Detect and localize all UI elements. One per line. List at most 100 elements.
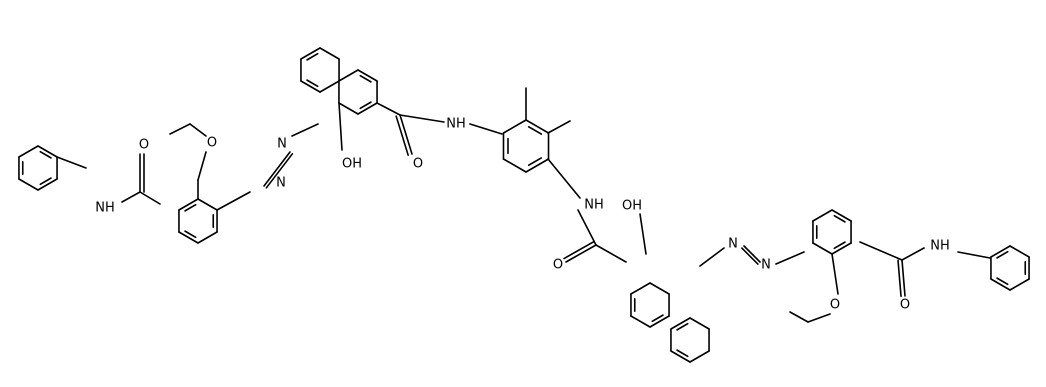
bond	[649, 315, 670, 328]
bond	[399, 114, 445, 123]
bond	[630, 315, 651, 328]
bond	[265, 153, 294, 189]
bond	[547, 120, 571, 134]
bond	[833, 241, 846, 250]
bond	[189, 123, 207, 137]
atom-o-right-amide: O	[900, 298, 910, 313]
bond	[18, 145, 39, 158]
bond	[901, 259, 906, 297]
bond	[306, 52, 319, 61]
bond	[502, 158, 527, 173]
bond	[469, 123, 503, 135]
atom-o-right-naph-amide: O	[553, 258, 563, 273]
bond	[338, 69, 359, 82]
bond	[359, 101, 372, 110]
atom-n-left-azo-1: N	[276, 176, 286, 191]
bond	[996, 250, 1009, 259]
bond	[651, 314, 664, 323]
bond	[1009, 245, 1030, 258]
bond	[897, 259, 902, 298]
bond	[743, 245, 761, 263]
bond	[859, 241, 903, 261]
bond	[699, 247, 725, 267]
bond	[359, 74, 372, 83]
atom-nh-right-amide: NH	[930, 239, 950, 254]
bond	[357, 69, 378, 82]
bond	[565, 244, 597, 263]
bond	[376, 102, 401, 116]
atom-o-right-ether: O	[830, 298, 840, 313]
bond	[357, 102, 378, 115]
bond	[689, 350, 710, 363]
bond	[197, 198, 218, 211]
bond	[831, 209, 852, 222]
bond	[789, 311, 809, 323]
bond	[37, 145, 58, 158]
bond	[300, 80, 321, 93]
bond	[990, 278, 1011, 291]
bond	[399, 114, 413, 155]
bond	[996, 277, 1009, 286]
bond	[319, 47, 340, 60]
atom-o-left-amide: O	[139, 138, 149, 153]
bond	[812, 209, 833, 222]
bond	[527, 157, 543, 167]
bond-lines	[18, 47, 1030, 363]
bond	[563, 240, 595, 260]
bond	[901, 247, 925, 261]
bond	[1009, 278, 1030, 291]
bond	[527, 125, 543, 135]
bond	[990, 245, 1011, 258]
bond	[812, 242, 833, 255]
bond	[184, 230, 197, 239]
bond	[807, 313, 831, 323]
bond	[395, 115, 409, 156]
bond	[121, 191, 141, 203]
atom-n-right-azo-1: N	[728, 237, 738, 252]
bond	[263, 151, 291, 187]
bond	[37, 178, 58, 191]
atom-oh-right: OH	[622, 199, 642, 214]
bond	[676, 349, 689, 358]
atom-n-left-azo-2: N	[277, 137, 287, 152]
bond	[139, 191, 161, 205]
bond	[300, 47, 321, 60]
bond	[525, 158, 550, 173]
bond	[670, 317, 691, 330]
bond	[577, 209, 597, 246]
bond	[547, 158, 581, 199]
bond	[741, 247, 759, 265]
bond	[56, 156, 87, 169]
bond	[833, 214, 846, 223]
bond	[197, 151, 207, 181]
bond	[291, 123, 319, 137]
bond	[39, 177, 52, 186]
bond	[39, 150, 52, 159]
bond	[197, 231, 218, 244]
atom-o-left-ether: O	[207, 136, 217, 151]
bond	[216, 191, 251, 211]
bond	[649, 282, 670, 295]
bond	[595, 244, 627, 263]
atom-labels: NH O O N N OH O NH NH OH O N N NH O O	[95, 117, 950, 313]
bond	[670, 350, 691, 363]
bond	[831, 253, 839, 295]
bond	[319, 80, 340, 93]
bond	[676, 322, 689, 331]
bond	[338, 102, 359, 115]
bond	[775, 251, 805, 265]
bond	[18, 178, 39, 191]
atom-nh-left-amide: NH	[95, 201, 115, 216]
atom-o-left-naph-amide: O	[413, 157, 423, 172]
bond	[957, 251, 991, 259]
bond	[630, 282, 651, 295]
bond	[178, 198, 199, 211]
bond	[831, 242, 852, 255]
atom-nh-center-bottom: NH	[584, 198, 604, 213]
bond	[502, 119, 527, 134]
bond	[184, 203, 197, 212]
atom-oh-left: OH	[342, 157, 362, 172]
bond	[639, 213, 647, 255]
atom-nh-center-top: NH	[446, 117, 466, 132]
